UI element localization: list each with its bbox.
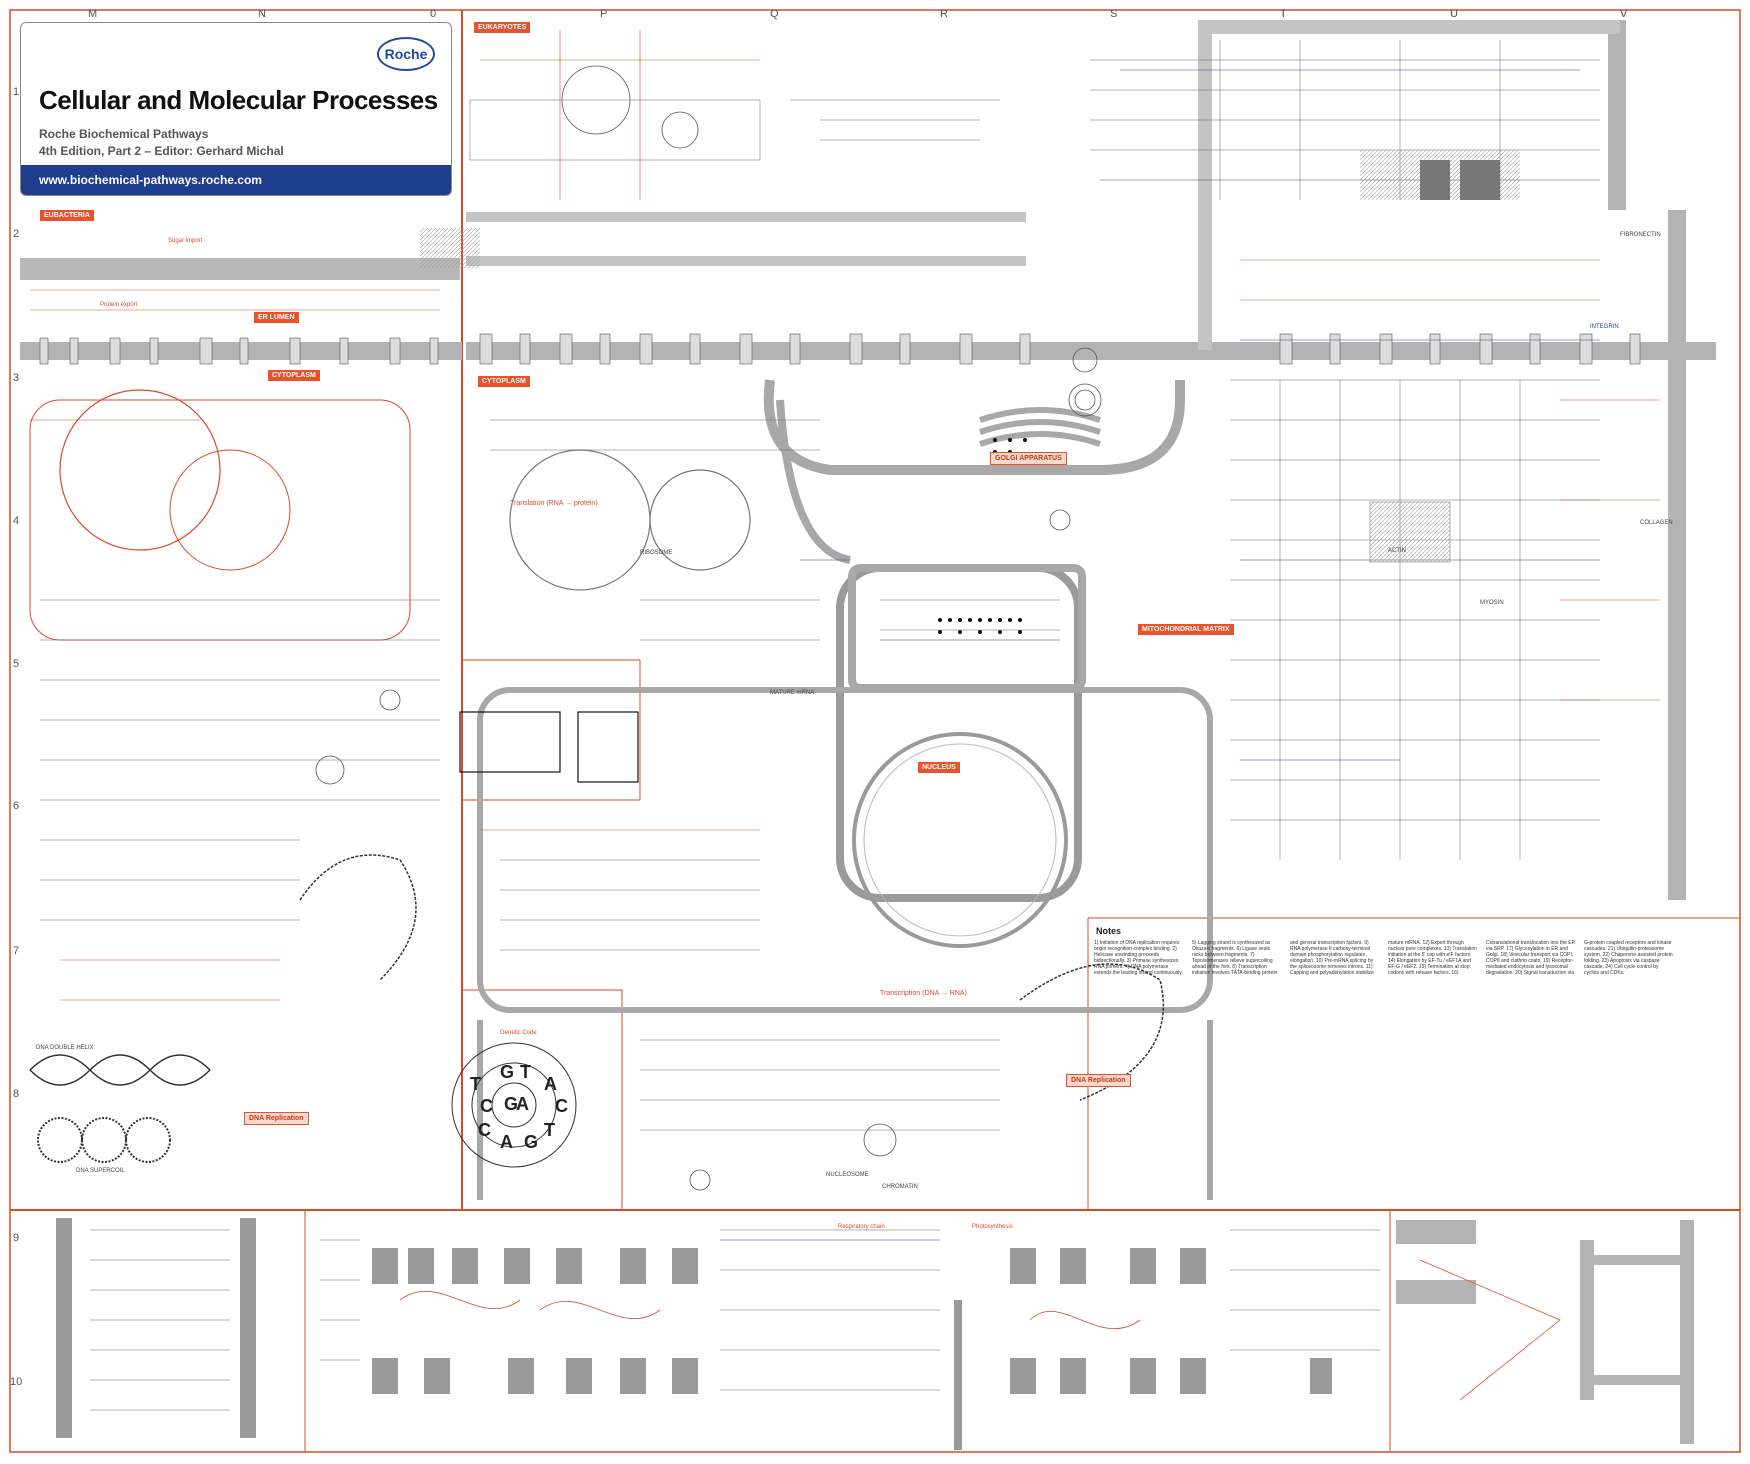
dot-array <box>938 438 1027 634</box>
tag-golgi: GOLGI APPARATUS <box>990 452 1067 465</box>
grid-col-t: T <box>1280 8 1287 20</box>
code-letter-12: T <box>544 1120 555 1140</box>
edition-line: 4th Edition, Part 2 – Editor: Gerhard Mi… <box>39 144 284 158</box>
membrane-proteins <box>39 333 1641 365</box>
grid-col-m: M <box>88 8 98 20</box>
grid-col-v: V <box>1620 8 1628 20</box>
tag-dna-replication: DNA Replication <box>244 1112 309 1125</box>
outer-membrane-left <box>20 258 460 280</box>
grid-col-s: S <box>1110 8 1118 20</box>
notes-text: 1) Initiation of DNA replication require… <box>1094 940 1673 976</box>
code-letter-3: A <box>544 1074 557 1094</box>
label-integrin: INTEGRIN <box>1590 324 1619 330</box>
label-myosin: MYOSIN <box>1480 600 1504 606</box>
title-card: Roche Cellular and Molecular Processes R… <box>20 22 452 196</box>
grid-row-10: 10 <box>10 1376 23 1388</box>
pathway-network-red <box>30 30 1660 1001</box>
code-letter-10: A <box>500 1132 513 1152</box>
tag-cytoplasm-mid: CYTOPLASM <box>478 376 530 387</box>
poster-subtitle: Roche Biochemical Pathways <box>39 127 209 141</box>
grid-row-3: 3 <box>13 372 20 384</box>
label-collagen: COLLAGEN <box>1640 520 1673 526</box>
label-protein-export: Protein export <box>100 302 138 308</box>
tag-mitochondrion: MITOCHONDRIAL MATRIX <box>1138 624 1234 635</box>
label-translation: Translation (RNA → protein) <box>510 500 598 507</box>
grid-row-5: 5 <box>13 658 20 670</box>
website-url[interactable]: www.biochemical-pathways.roche.com <box>21 165 451 195</box>
cell-membrane-main <box>466 342 1716 360</box>
code-letter-4: C <box>555 1096 568 1116</box>
replication-fork <box>1019 963 1165 1101</box>
pathway-network <box>40 40 1600 1411</box>
dna-helix-left <box>29 1054 211 1086</box>
grid-row-8: 8 <box>13 1088 20 1100</box>
notes-title: Notes <box>1096 926 1122 936</box>
grid-col-n: N <box>258 8 266 20</box>
tag-er-lumen: ER LUMEN <box>254 312 299 323</box>
label-photosynthesis: Photosynthesis <box>972 1224 1013 1230</box>
right-membrane <box>1668 210 1686 900</box>
label-genetic-code: Genetic Code <box>500 1030 537 1036</box>
grid-col-u: U <box>1450 8 1458 20</box>
grid-row-4: 4 <box>13 515 20 527</box>
label-actin: ACTIN <box>1388 548 1406 554</box>
cytoplasm-loop <box>477 687 1213 1013</box>
page-title: Cellular and Molecular Processes <box>39 85 438 115</box>
bacterial-translation-cycle <box>59 389 221 551</box>
label-dna-supercoil: DNA SUPERCOIL <box>76 1168 125 1174</box>
grid-col-p: P <box>600 8 608 20</box>
grid-row-2: 2 <box>13 228 20 240</box>
er-tube <box>763 379 1185 475</box>
golgi-stack <box>979 407 1101 447</box>
grid-col-0: 0 <box>430 8 437 20</box>
grid-row-9: 9 <box>13 1232 20 1244</box>
dna-supercoil <box>37 1117 171 1163</box>
label-respiratory-chain: Respiratory chain <box>838 1224 885 1230</box>
code-letter-6: A <box>516 1094 529 1114</box>
code-letter-9: C <box>478 1120 491 1140</box>
outer-frame <box>9 9 1741 1453</box>
label-sugar-import: Sugar import <box>168 238 203 244</box>
tag-cytoplasm-left: CYTOPLASM <box>268 370 320 381</box>
code-letter-8: T <box>470 1074 481 1094</box>
pathway-network-blue <box>720 69 1600 1241</box>
translation-cycle <box>509 449 651 591</box>
grid-row-7: 7 <box>13 945 20 957</box>
roche-logo: Roche <box>377 37 435 71</box>
grid-col-q: Q <box>770 8 779 20</box>
label-dna-double-helix: DNA DOUBLE HELIX <box>36 1045 94 1051</box>
label-fibronectin: FIBRONECTIN <box>1620 232 1661 238</box>
lower-membrane-blocks <box>56 1218 1332 1438</box>
grid-row-1: 1 <box>13 86 20 98</box>
tag-eukaryotes: EUKARYOTES <box>474 22 531 33</box>
code-letter-11: G <box>524 1132 539 1152</box>
code-letter-1: G <box>500 1062 515 1082</box>
tag-eubacteria: EUBACTERIA <box>40 210 94 221</box>
label-nucleosome: NUCLEOSOME <box>826 1172 869 1178</box>
code-letter-7: C <box>480 1096 493 1116</box>
genetic-code-wheel <box>451 1042 577 1168</box>
code-letter-5: G <box>504 1094 519 1114</box>
code-letter-2: T <box>520 1062 531 1082</box>
label-ribosome: RIBOSOME <box>640 550 673 556</box>
grid-row-6: 6 <box>13 800 20 812</box>
label-transcription: Transcription (DNA → RNA) <box>880 990 967 997</box>
label-chromatin: CHROMATIN <box>882 1184 918 1190</box>
label-mature-mrna: MATURE mRNA <box>770 690 815 696</box>
grid-col-r: R <box>940 8 948 20</box>
vesicles <box>315 65 1102 1191</box>
tag-dna-replication-2: DNA Replication <box>1066 1074 1131 1087</box>
tag-nucleus: NUCLEUS <box>918 762 960 773</box>
upper-membrane <box>466 212 1026 222</box>
mitochondrion-circle <box>852 732 1068 948</box>
